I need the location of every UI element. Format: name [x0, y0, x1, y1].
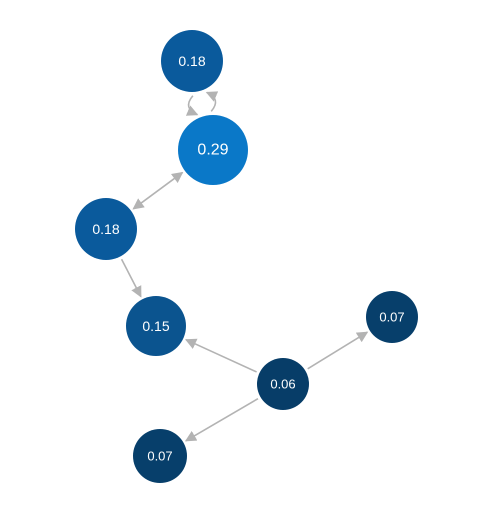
node-circle: [257, 358, 309, 410]
node-circle: [161, 30, 223, 92]
graph-node[interactable]: 0.29: [178, 115, 248, 185]
graph-node[interactable]: 0.18: [161, 30, 223, 92]
node-label: 0.07: [147, 449, 172, 464]
node-label: 0.18: [92, 221, 119, 237]
node-circle: [75, 198, 137, 260]
graph-edge: [205, 91, 219, 112]
node-circle: [133, 429, 187, 483]
node-label: 0.06: [270, 377, 295, 392]
graph-edge: [120, 258, 142, 298]
nodes-layer: 0.18 0.29 0.18 0.15 0.07 0.06 0.07: [75, 30, 418, 483]
node-label: 0.15: [142, 318, 169, 334]
graph-node[interactable]: 0.18: [75, 198, 137, 260]
node-circle: [126, 296, 186, 356]
graph-node[interactable]: 0.06: [257, 358, 309, 410]
node-circle: [178, 115, 248, 185]
graph-node[interactable]: 0.07: [366, 291, 418, 343]
graph-edge: [184, 397, 259, 442]
graph-edge: [185, 95, 199, 116]
graph-edge: [132, 171, 184, 210]
graph-node[interactable]: 0.07: [133, 429, 187, 483]
node-label: 0.07: [379, 310, 404, 325]
graph-edge: [184, 338, 257, 373]
node-label: 0.29: [197, 142, 228, 159]
node-label: 0.18: [178, 53, 205, 69]
node-circle: [366, 291, 418, 343]
edges-layer: [120, 91, 369, 442]
graph-node[interactable]: 0.15: [126, 296, 186, 356]
graph-edge: [307, 331, 369, 370]
